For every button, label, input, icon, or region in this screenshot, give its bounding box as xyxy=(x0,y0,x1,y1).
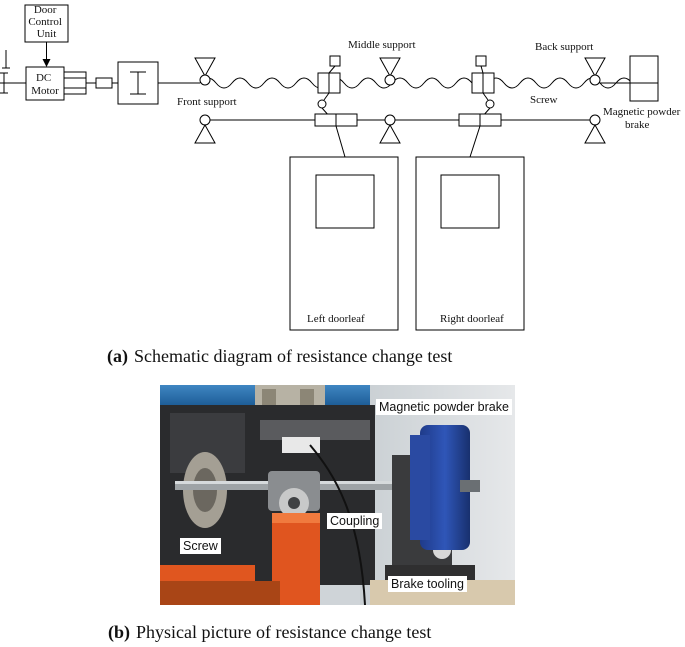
left-doorleaf-label: Left doorleaf xyxy=(307,313,365,325)
front-support-lower xyxy=(194,114,216,144)
caption-b-tag: (b) xyxy=(108,622,130,642)
caption-a-tag: (a) xyxy=(107,346,128,366)
caption-b: (b) Physical picture of resistance change… xyxy=(108,622,431,643)
back-support-label: Back support xyxy=(535,41,593,53)
right-doorleaf-label: Right doorleaf xyxy=(440,313,504,325)
svg-text:DC Motor: DC Motor xyxy=(31,72,59,97)
left-nut xyxy=(317,55,341,118)
screw-label: Screw xyxy=(530,94,558,106)
back-support-lower xyxy=(584,114,606,144)
dc-motor-label: DC xyxy=(36,72,51,84)
photo-label-screw: Screw xyxy=(180,538,221,554)
schematic-diagram: Door Control Unit DC Motor xyxy=(0,4,683,331)
photo-label-brake-tooling: Brake tooling xyxy=(388,576,467,592)
test-rig-photo: Magnetic powder brake Coupling Screw Bra… xyxy=(160,385,515,605)
door-control-unit-box xyxy=(24,4,69,43)
magnetic-powder-brake-label: Magnetic powder xyxy=(603,106,681,118)
front-support-label: Front support xyxy=(177,96,237,108)
door-control-unit-label: Door xyxy=(34,4,57,16)
svg-text:Door Control Unit: Door Control Unit xyxy=(28,4,64,40)
middle-support-lower xyxy=(379,114,401,144)
back-support-upper xyxy=(584,57,606,86)
photo-label-coupling: Coupling xyxy=(327,513,383,529)
svg-text:Magnetic powder brake: Magnetic powder brake xyxy=(603,106,683,131)
caption-a-text: Schematic diagram of resistance change t… xyxy=(134,346,453,366)
right-nut xyxy=(471,55,495,118)
caption-a: (a) Schematic diagram of resistance chang… xyxy=(107,346,452,367)
front-support-upper xyxy=(194,57,216,86)
magnetic-powder-brake-box xyxy=(629,55,659,102)
screw-shaft xyxy=(199,77,633,89)
middle-support-label: Middle support xyxy=(348,39,416,51)
caption-b-text: Physical picture of resistance change te… xyxy=(136,622,432,642)
middle-support-upper xyxy=(379,57,401,86)
photo-label-magnetic-powder-brake: Magnetic powder brake xyxy=(376,399,512,415)
